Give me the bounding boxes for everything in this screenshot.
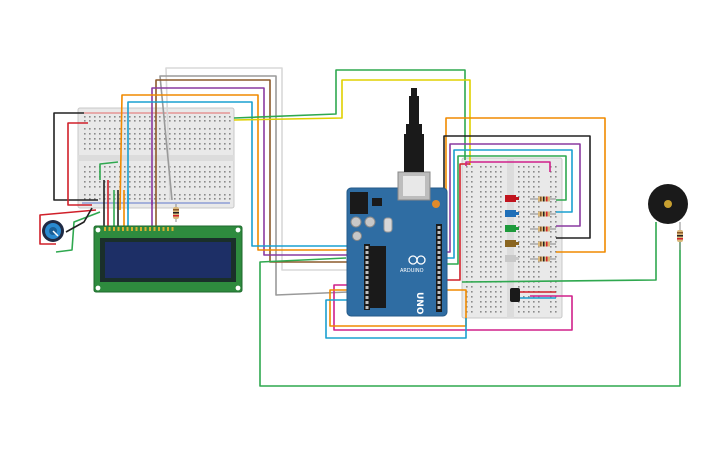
led-resistor[interactable] bbox=[530, 211, 556, 217]
wire-black-left bbox=[53, 112, 98, 201]
led-blue[interactable] bbox=[505, 210, 519, 217]
wire-red-pot bbox=[39, 209, 97, 245]
arduino-uno[interactable]: ARDUINO UNO bbox=[346, 88, 448, 317]
wire-pink-right bbox=[465, 161, 551, 172]
wire-green-top bbox=[233, 69, 466, 160]
resistor-buzzer[interactable] bbox=[677, 222, 683, 250]
wires bbox=[39, 67, 681, 387]
led-resistor[interactable] bbox=[530, 226, 556, 232]
arduino-logo-text: UNO bbox=[414, 292, 424, 315]
wire-orange-top bbox=[119, 94, 355, 251]
wire-red-left bbox=[67, 122, 92, 206]
wire-blue-right bbox=[438, 149, 573, 259]
wire-yellow-top bbox=[233, 79, 471, 165]
arduino-brand: ARDUINO bbox=[400, 268, 424, 274]
wire-green-buzzer bbox=[461, 222, 657, 283]
resistor-left[interactable] bbox=[173, 204, 179, 222]
led-array[interactable] bbox=[505, 195, 556, 262]
wire-blue-bottom bbox=[325, 299, 467, 339]
wire-orange-bottom bbox=[329, 289, 467, 327]
wire-green-long bbox=[259, 238, 681, 387]
wire-purple-top bbox=[151, 87, 352, 256]
wire-green-jumper bbox=[99, 161, 119, 180]
led-resistor[interactable] bbox=[530, 196, 556, 202]
lcd-display[interactable] bbox=[93, 225, 243, 293]
wire-green-right bbox=[438, 155, 567, 265]
temperature-sensor[interactable] bbox=[510, 288, 520, 302]
wire-purple-right bbox=[438, 143, 581, 253]
potentiometer[interactable] bbox=[42, 220, 64, 242]
led-resistor[interactable] bbox=[530, 241, 556, 247]
led-white[interactable] bbox=[505, 255, 519, 262]
led-resistor[interactable] bbox=[530, 256, 556, 262]
led-red[interactable] bbox=[505, 195, 519, 202]
wire-black-pot bbox=[65, 207, 93, 233]
wire-brown-top bbox=[155, 79, 350, 263]
led-green[interactable] bbox=[505, 225, 519, 232]
lcd-screen bbox=[105, 242, 231, 278]
led-brown[interactable] bbox=[505, 240, 519, 247]
wire-white-top bbox=[165, 67, 348, 271]
wire-red-right bbox=[438, 163, 470, 281]
piezo-buzzer[interactable] bbox=[648, 184, 688, 224]
right-breadboard[interactable] bbox=[461, 157, 563, 319]
wire-blue-top bbox=[127, 101, 358, 247]
wire-gray-top bbox=[159, 75, 349, 296]
wire-pink-bottom bbox=[333, 284, 573, 331]
